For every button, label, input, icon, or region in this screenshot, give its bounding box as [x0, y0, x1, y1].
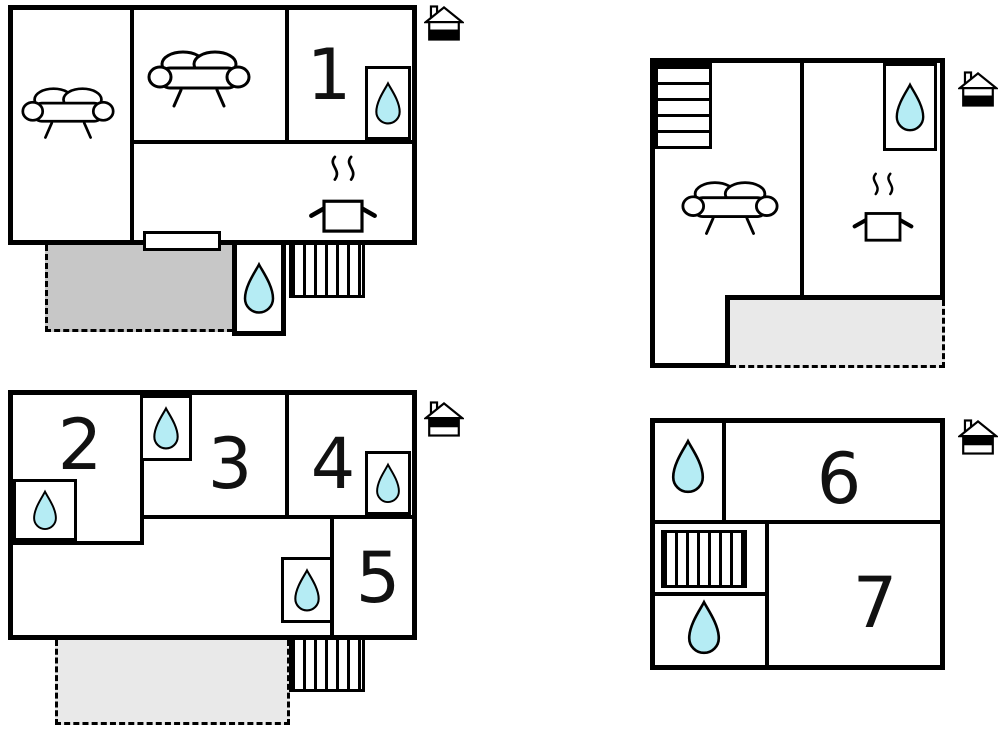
floorplan-house1-ground: 1	[8, 5, 417, 245]
room-5-label: 5	[355, 537, 401, 619]
water-drop-icon	[376, 462, 400, 503]
shower-cabin	[365, 451, 411, 515]
terrace	[45, 245, 233, 332]
water-drop-icon	[243, 261, 275, 314]
house-icon-upper-floor	[958, 419, 998, 455]
stove-icon	[852, 172, 914, 242]
water-drop-icon	[294, 568, 320, 612]
wall	[140, 395, 144, 545]
stairs-icon	[655, 63, 712, 149]
water-drop-icon	[671, 438, 705, 494]
window-marker	[143, 231, 221, 251]
stove-icon	[309, 155, 377, 233]
wall	[655, 520, 940, 524]
wall	[722, 423, 726, 524]
wall	[13, 541, 144, 545]
terrace	[55, 640, 290, 725]
floorplan-house2-ground	[650, 58, 945, 300]
wall	[285, 395, 289, 519]
water-drop-icon	[687, 599, 721, 655]
terrace	[730, 300, 945, 368]
shower-cabin	[281, 557, 333, 623]
water-drop-icon	[153, 406, 179, 450]
wall	[285, 10, 289, 144]
sofa-icon	[21, 87, 115, 139]
annex-room	[650, 295, 730, 368]
room-4-label: 4	[310, 423, 356, 505]
water-drop-icon	[33, 489, 57, 530]
floorplan-house2-upper: 6 7	[650, 418, 945, 670]
room-6-label: 6	[816, 438, 862, 520]
house-icon-upper-floor	[424, 401, 464, 437]
wall	[800, 63, 804, 295]
wall	[130, 10, 134, 240]
room-7-label: 7	[852, 562, 898, 644]
shower-cabin	[365, 66, 411, 140]
sofa-icon	[681, 181, 779, 235]
shower-cabin	[13, 479, 77, 541]
room-1-label: 1	[306, 34, 352, 116]
floorplan-house1-upper: 2 3 4 5	[8, 390, 417, 640]
stairs-icon	[661, 530, 747, 588]
shower-cabin	[883, 63, 937, 151]
room-3-label: 3	[207, 423, 253, 505]
wall	[130, 140, 412, 144]
wall	[140, 515, 412, 519]
wall	[655, 592, 769, 596]
water-drop-icon	[895, 82, 925, 132]
house-icon-ground-floor	[958, 71, 998, 107]
entrance-shower-room	[232, 240, 286, 336]
stairs-icon	[289, 640, 365, 692]
water-drop-icon	[375, 81, 401, 125]
stairs-icon	[289, 245, 365, 298]
room-2-label: 2	[57, 404, 103, 486]
sofa-icon	[147, 50, 251, 108]
house-icon-ground-floor	[424, 5, 464, 41]
shower-cabin	[140, 395, 192, 461]
